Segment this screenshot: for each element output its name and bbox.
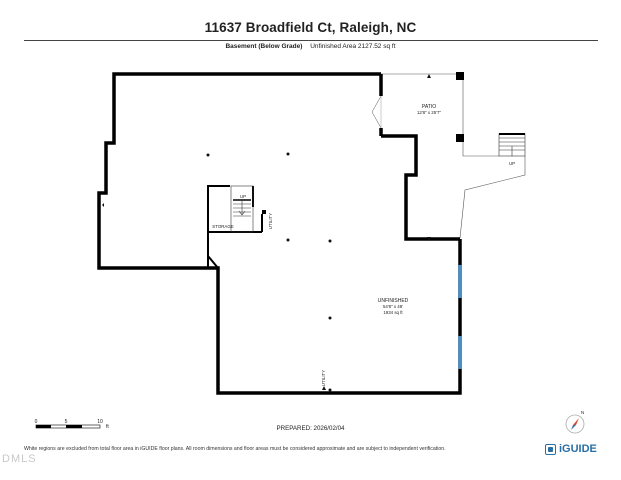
unfinished-name: UNFINISHED: [378, 298, 409, 304]
patio-posts: [456, 72, 464, 142]
interior-stairs-label: UP: [240, 194, 246, 199]
title-divider: [24, 40, 598, 41]
utility-label-a: UTILITY: [268, 213, 273, 229]
point-markers: [206, 152, 332, 392]
storage-name: STORAGE: [212, 224, 233, 229]
mls-watermark: DMLS: [2, 453, 37, 465]
page-title: 11637 Broadfield Ct, Raleigh, NC: [204, 20, 417, 35]
compass-north: N: [581, 410, 584, 415]
floor-level: Basement (Below Grade): [225, 43, 303, 50]
floor-subtitle: Basement (Below Grade) Unfinished Area 2…: [0, 43, 621, 50]
prepared-date: PREPARED: 2026/02/04: [276, 425, 345, 432]
exterior-walls: [97, 72, 462, 395]
scale-tick-10: 10: [97, 419, 103, 425]
utility-label-b: UTILITY: [321, 370, 326, 386]
exterior-stairs-label: UP: [509, 161, 515, 166]
interior-stairs: [230, 185, 254, 233]
scale-tick-0: 0: [35, 419, 38, 425]
disclaimer: White regions are excluded from total fl…: [24, 446, 446, 452]
iguide-logo-icon: [545, 443, 556, 455]
scale-bar: 0 5 10 ft: [35, 419, 110, 430]
scale-tick-5: 5: [65, 419, 68, 425]
patio-door: [371, 95, 382, 129]
compass-icon: N: [565, 410, 585, 434]
exterior-stairs: [498, 133, 526, 157]
iguide-logo: iGUIDE: [545, 443, 597, 455]
tick-markers: [102, 74, 431, 390]
unfinished-dims: 54'8" x 48': [383, 304, 403, 309]
iguide-brand-text: iGUIDE: [559, 443, 597, 455]
floor-area: Unfinished Area 2127.52 sq ft: [310, 43, 396, 50]
patio-dims: 12'8" x 25'7": [417, 110, 442, 115]
patio-outline: [381, 73, 526, 239]
scale-unit: ft: [106, 424, 109, 430]
patio-name: PATIO: [422, 104, 436, 110]
unfinished-area: 1934 sq ft: [383, 310, 403, 315]
